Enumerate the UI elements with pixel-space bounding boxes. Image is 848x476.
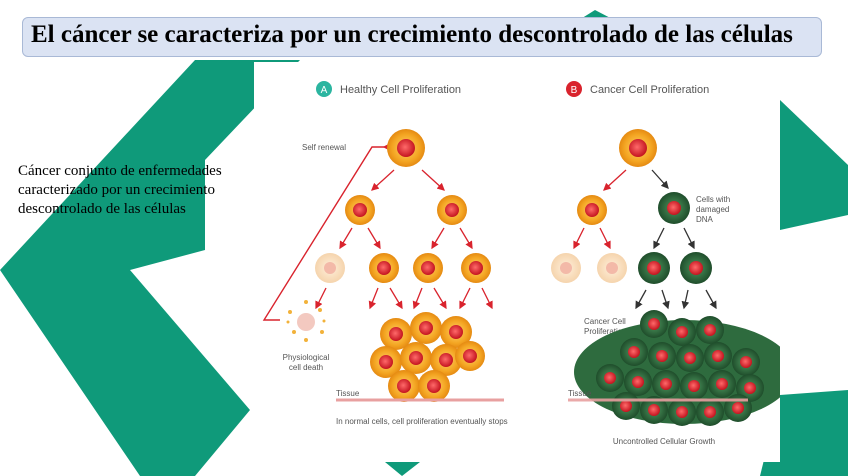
panel-a-badge: A — [321, 85, 328, 96]
cell-nucleus — [667, 201, 681, 215]
panel-b-badge: B — [571, 85, 578, 96]
tissue-label-b: Tissue — [568, 389, 592, 398]
death-label-line2: cell death — [289, 363, 323, 372]
slide-title: El cáncer se caracteriza por un crecimie… — [31, 21, 793, 49]
slide-body-text: Cáncer conjunto de enfermedades caracter… — [18, 162, 258, 219]
cell-nucleus — [647, 261, 661, 275]
dying-cell — [297, 313, 315, 331]
cell-nucleus — [689, 261, 703, 275]
damaged-label-line3: DNA — [696, 215, 714, 224]
cell-nucleus — [560, 262, 572, 274]
cell-nucleus — [606, 262, 618, 274]
panel-b-title: Cancer Cell Proliferation — [590, 84, 709, 96]
cell-proliferation-figure: A Healthy Cell Proliferation B Cancer Ce… — [254, 62, 780, 462]
cell-nucleus — [353, 203, 367, 217]
cell-nucleus — [397, 139, 415, 157]
cell-nucleus — [469, 261, 483, 275]
cell-nucleus — [445, 203, 459, 217]
tissue-label-a: Tissue — [336, 389, 360, 398]
panel-a-title: Healthy Cell Proliferation — [340, 84, 461, 96]
title-bar: El cáncer se caracteriza por un crecimie… — [22, 17, 822, 57]
cell-nucleus — [585, 203, 599, 217]
self-renewal-label: Self renewal — [302, 143, 346, 152]
prolif-label-line1: Cancer Cell — [584, 317, 626, 326]
death-label-line1: Physiological — [283, 353, 330, 362]
damaged-label-line1: Cells with — [696, 195, 730, 204]
cell-nucleus — [421, 261, 435, 275]
cell-nucleus — [377, 261, 391, 275]
cell-nucleus — [629, 139, 647, 157]
cell-nucleus — [324, 262, 336, 274]
chevron-bottom-shape — [385, 462, 420, 476]
panel-a-caption: In normal cells, cell proliferation even… — [336, 417, 508, 426]
chevron-right-shape — [780, 100, 848, 230]
panel-b-caption: Uncontrolled Cellular Growth — [613, 437, 715, 446]
damaged-label-line2: damaged — [696, 205, 729, 214]
